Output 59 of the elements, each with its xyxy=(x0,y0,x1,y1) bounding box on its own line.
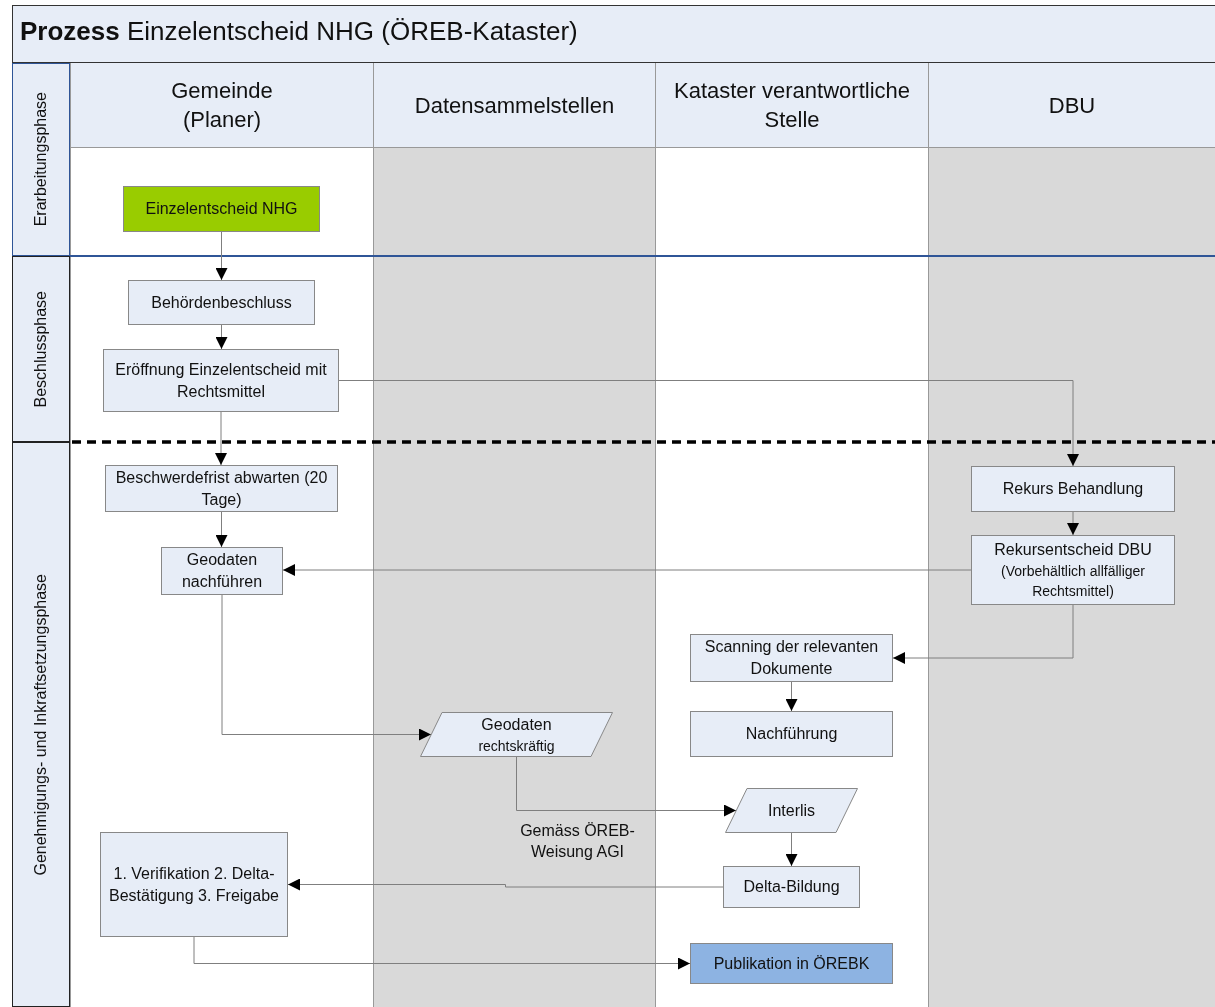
phase-title: Beschlussphase xyxy=(32,290,50,408)
process-box xyxy=(690,943,893,984)
process-box xyxy=(971,535,1175,605)
node-label: Scanning der relevanten Dokumente xyxy=(703,637,880,679)
node-label: Interlis xyxy=(767,800,816,821)
lane-title: Gemeinde (Planer) xyxy=(170,77,274,134)
node-label: Geodaten xyxy=(481,714,552,735)
arrow xyxy=(215,324,228,350)
swimlane-header xyxy=(928,63,1215,148)
arrow xyxy=(338,380,1079,467)
node-label: 1. Verifikation 2. Delta-Bestätigung 3. Freigabe xyxy=(109,863,279,906)
swimlane-header xyxy=(70,63,373,148)
process-box xyxy=(690,634,893,682)
arrow xyxy=(282,564,972,576)
arrow xyxy=(215,411,227,466)
process-box xyxy=(128,280,315,325)
arrow xyxy=(215,511,228,548)
arrow xyxy=(892,604,1074,664)
phase-band xyxy=(12,256,70,442)
node-label: Nachführung xyxy=(745,724,838,744)
lane-title: DBU xyxy=(1048,91,1096,120)
node-label: Publikation in ÖREBK xyxy=(713,953,870,974)
process-box xyxy=(105,465,338,512)
arrow xyxy=(785,832,798,867)
phase-title: Erarbeitungsphase xyxy=(32,92,50,227)
edge-label: Gemäss ÖREB-Weisung AGI xyxy=(519,821,636,862)
arrow xyxy=(516,756,737,817)
arrow xyxy=(287,878,724,891)
node-label: Geodaten nachführen xyxy=(180,550,264,592)
node-label: Delta-Bildung xyxy=(743,877,840,897)
data-parallelogram xyxy=(725,788,858,833)
phase-band xyxy=(12,63,70,256)
diagram-title: Prozess Einzelentscheid NHG (ÖREB-Kataster) xyxy=(12,5,1215,63)
node-label: Behördenbeschluss xyxy=(151,292,292,313)
process-box xyxy=(103,349,339,412)
process-box xyxy=(723,866,860,908)
process-box xyxy=(971,466,1175,512)
node-label: Beschwerdefrist abwarten (20 Tage) xyxy=(114,467,329,510)
arrow xyxy=(221,594,432,741)
swimlane-header xyxy=(373,63,655,148)
node-subtext: rechtskräftig xyxy=(478,736,555,756)
swimlane-header xyxy=(655,63,928,148)
arrow xyxy=(1067,511,1079,536)
node-label: Rekurs Behandlung xyxy=(1002,479,1144,499)
phase-title: Genehmigungs- und Inkraftsetzungsphase xyxy=(32,573,50,876)
process-box xyxy=(100,832,288,937)
arrow xyxy=(193,936,691,970)
phase-band xyxy=(12,442,70,1007)
node-label: Eröffnung Einzelentscheid mit Rechtsmittel xyxy=(114,359,328,402)
lane-title: Kataster verantwortliche Stelle xyxy=(673,77,911,134)
node-label: Einzelentscheid NHG xyxy=(145,199,298,219)
node-label: Rekursentscheid DBU xyxy=(994,540,1152,560)
arrow xyxy=(785,681,798,712)
process-box xyxy=(123,186,320,232)
process-box xyxy=(161,547,283,595)
lane-title: Datensammelstellen xyxy=(414,91,615,120)
node-subtext: (Vorbehältlich allfälliger Rechtsmittel) xyxy=(1000,562,1146,601)
arrow xyxy=(215,231,228,281)
process-box xyxy=(690,711,893,757)
